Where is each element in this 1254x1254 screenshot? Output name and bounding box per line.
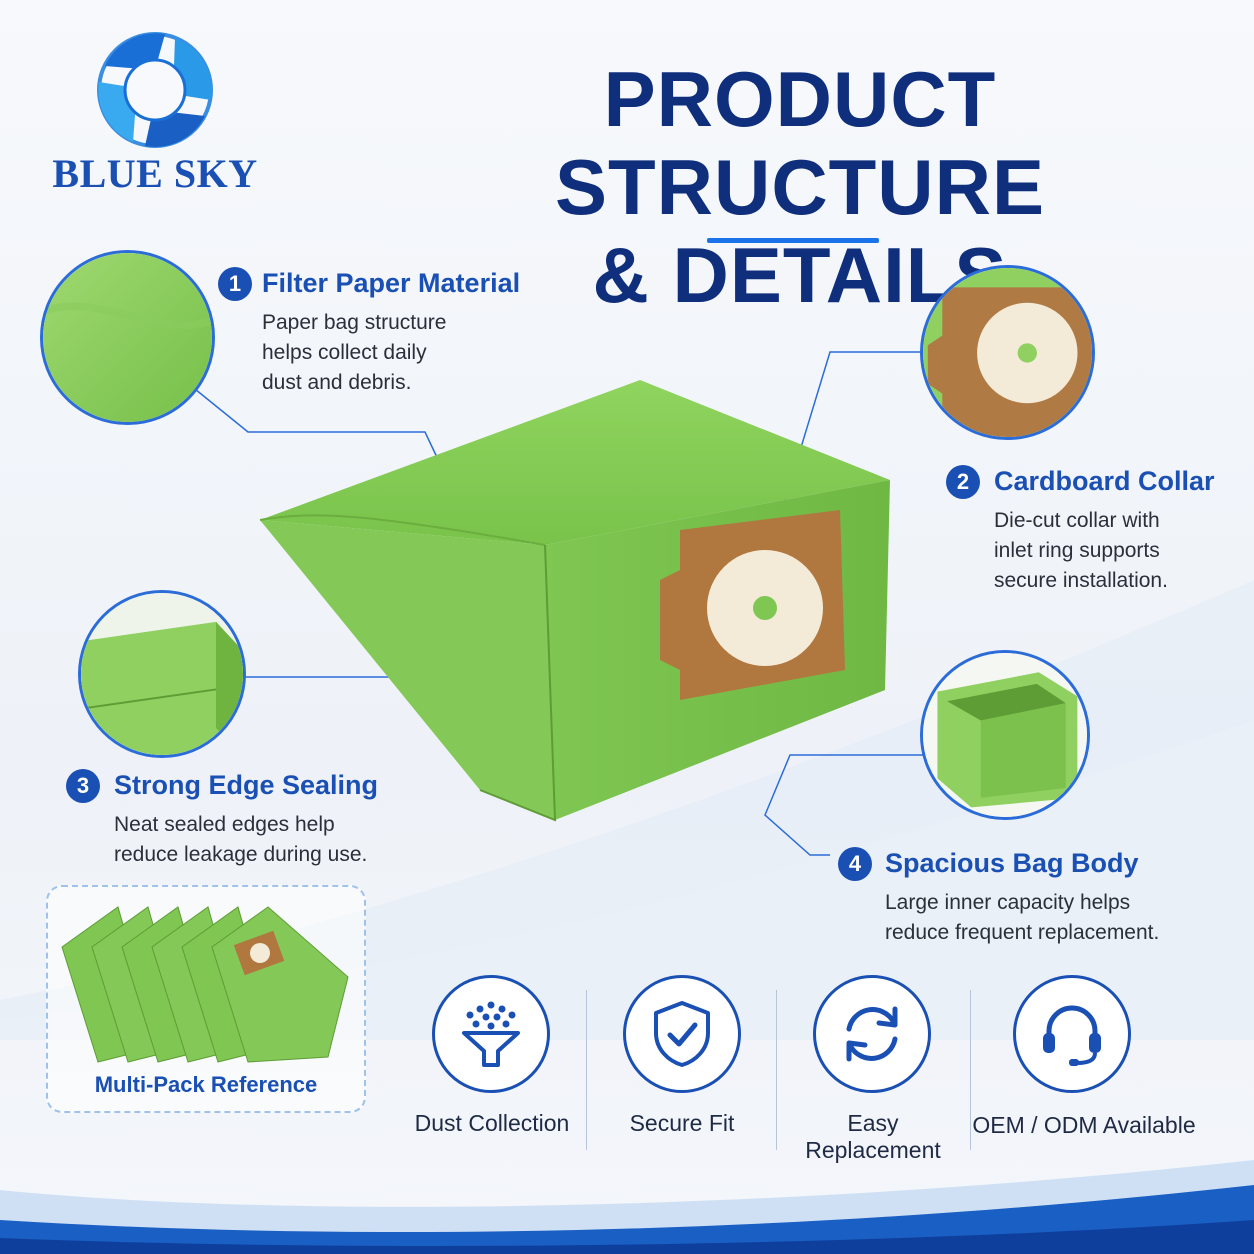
benefit-label-dust-collection: Dust Collection [414,1110,570,1136]
shield-check-icon [654,1001,710,1067]
detail-circle-paper [40,250,215,425]
multipack-bags-image [61,906,349,1063]
feature-number-3: 3 [66,769,100,803]
page-title: PRODUCT STRUCTURE & DETAILS [380,55,1220,319]
headset-icon [1043,1005,1101,1066]
feature-title-2: Cardboard Collar [994,466,1215,496]
feature-desc-1-line: Paper bag structure [262,311,447,334]
edge-sealing-image [81,593,243,755]
benefit-label-secure-fit: Secure Fit [629,1110,735,1136]
feature-title-1: Filter Paper Material [262,268,521,298]
feature-number-1: 1 [218,267,252,301]
paper-texture-image [43,253,212,422]
feature-desc-3-line: Neat sealed edges help [114,813,335,836]
detail-circle-edge [78,590,246,758]
feature-desc-2-line: inlet ring supports [994,539,1160,562]
feature-desc-4-line: Large inner capacity helps [885,891,1131,914]
detail-circle-collar [920,265,1095,440]
feature-title-3: Strong Edge Sealing [114,770,379,800]
oem-odm-badge [1013,975,1131,1093]
funnel-particles-icon [462,1001,520,1067]
divider [586,990,587,1150]
divider [970,990,971,1150]
feature-desc-3-line: reduce leakage during use. [114,843,368,866]
divider [776,990,777,1150]
title-line-1: PRODUCT STRUCTURE [555,55,1045,231]
brand-name: BLUE SKY [52,151,258,196]
benefit-label-oem-odm: OEM / ODM Available [972,1112,1196,1138]
bottom-wave-decoration [0,1160,1254,1254]
aperture-ring-icon [97,32,213,148]
benefit-label-easy-replacement: Easy Replacement [805,1110,941,1163]
feature-desc-2: Die-cut collar with inlet ring supports … [994,506,1168,596]
feature-number-4: 4 [838,847,872,881]
title-underline [707,238,879,243]
feature-desc-1: Paper bag structure helps collect daily … [262,308,446,398]
feature-desc-2-line: Die-cut collar with [994,509,1160,532]
feature-desc-4-line: reduce frequent replacement. [885,921,1160,944]
bag-opening-image [923,653,1087,817]
detail-circle-bag-body [920,650,1090,820]
multipack-box [46,885,366,1113]
refresh-arrows-icon [846,1006,898,1062]
feature-desc-1-line: dust and debris. [262,371,412,394]
feature-title-4: Spacious Bag Body [885,848,1139,878]
multipack-label: Multi-Pack Reference [94,1072,318,1097]
easy-replacement-badge [813,975,931,1093]
feature-desc-3: Neat sealed edges help reduce leakage du… [114,810,367,870]
collar-closeup-image [923,268,1092,437]
product-bag-image [259,380,890,822]
dust-collection-badge [432,975,550,1093]
secure-fit-badge [623,975,741,1093]
feature-desc-2-line: secure installation. [994,569,1168,592]
feature-number-2: 2 [946,465,980,499]
feature-desc-1-line: helps collect daily [262,341,427,364]
feature-desc-4: Large inner capacity helps reduce freque… [885,888,1159,948]
brand-logo [40,18,270,203]
